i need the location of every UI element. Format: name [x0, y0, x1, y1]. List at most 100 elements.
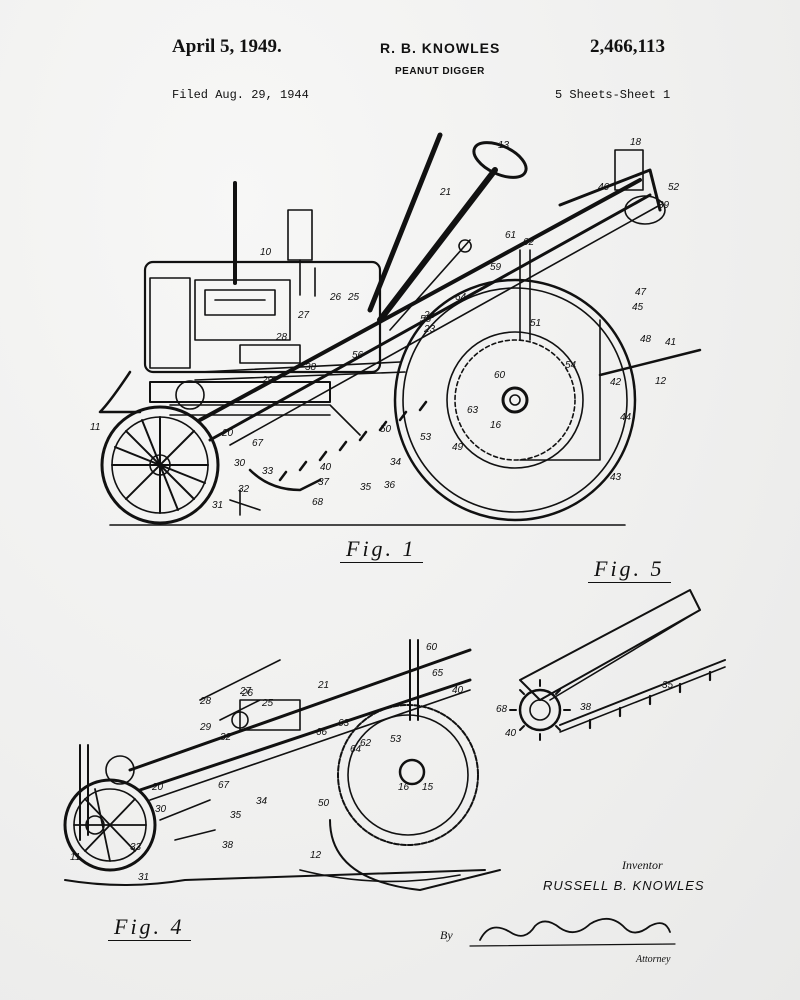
reference-numeral: 34 — [256, 796, 268, 807]
reference-numeral: 45 — [632, 302, 644, 313]
reference-numeral: 16 — [490, 420, 502, 431]
attorney-signature — [479, 918, 671, 941]
reference-numeral: 50 — [318, 798, 330, 809]
fig4-drawing — [63, 639, 501, 891]
reference-numeral: 55 — [420, 314, 432, 325]
inventor-full-name: RUSSELL B. KNOWLES — [543, 878, 705, 893]
reference-numeral: 26 — [241, 688, 254, 699]
reference-numeral: 40 — [320, 462, 332, 473]
reference-numeral: 16 — [398, 782, 410, 793]
inventor-header: R. B. KNOWLES — [380, 40, 501, 56]
reference-numeral: 35 — [360, 482, 372, 493]
reference-numeral: 42 — [610, 377, 622, 388]
reference-numeral: 12 — [310, 850, 322, 861]
reference-numeral: 64 — [350, 744, 362, 755]
reference-numeral: 53 — [420, 432, 432, 443]
figure-1-label: Fig. 1 — [340, 536, 423, 563]
reference-numeral: 12 — [655, 376, 667, 387]
reference-numeral: 49 — [452, 442, 464, 453]
reference-numeral: 11 — [70, 852, 80, 863]
reference-numeral: 21 — [317, 680, 329, 691]
figure-5-label: Fig. 5 — [588, 556, 671, 583]
reference-numeral: 13 — [498, 140, 510, 151]
reference-numeral: 32 — [220, 732, 232, 743]
reference-numeral: 27 — [297, 310, 310, 321]
reference-numeral: 40 — [452, 685, 464, 696]
reference-numeral: 64 — [455, 292, 467, 303]
reference-numeral: 68 — [496, 704, 508, 715]
reference-numeral: 37 — [318, 477, 330, 488]
reference-numeral: 15 — [422, 782, 434, 793]
fig5-reference-numerals: 35 38 40 68 — [496, 680, 674, 739]
by-label: By — [440, 928, 453, 942]
reference-numeral: 29 — [261, 375, 274, 386]
reference-numeral: 10 — [260, 247, 272, 258]
reference-numeral: 68 — [312, 497, 324, 508]
reference-numeral: 33 — [262, 466, 274, 477]
reference-numeral: 24 — [423, 310, 436, 321]
reference-numeral: 38 — [305, 362, 317, 373]
reference-numeral: 33 — [130, 842, 142, 853]
reference-numeral: 41 — [665, 337, 676, 348]
reference-numeral: 31 — [212, 500, 223, 511]
reference-numeral: 50 — [380, 424, 392, 435]
reference-numeral: 51 — [530, 318, 541, 329]
patent-number: 2,466,113 — [590, 36, 665, 57]
reference-numeral: 61 — [505, 230, 516, 241]
reference-numeral: 62 — [523, 237, 535, 248]
reference-numeral: 20 — [151, 782, 164, 793]
reference-numeral: 26 — [329, 292, 342, 303]
reference-numeral: 62 — [360, 738, 372, 749]
reference-numeral: 25 — [347, 292, 360, 303]
reference-numeral: 66 — [316, 727, 328, 738]
reference-numeral: 27 — [239, 686, 252, 697]
reference-numeral: 30 — [155, 804, 167, 815]
reference-numeral: 28 — [199, 696, 212, 707]
reference-numeral: 54 — [565, 360, 577, 371]
reference-numeral: 29 — [199, 722, 212, 733]
reference-numeral: 35 — [662, 680, 674, 691]
reference-numeral: 18 — [630, 137, 642, 148]
reference-numeral: 28 — [275, 332, 288, 343]
reference-numeral: 31 — [138, 872, 149, 883]
reference-numeral: 44 — [620, 412, 632, 423]
reference-numeral: 36 — [384, 480, 396, 491]
patent-date: April 5, 1949. — [172, 36, 282, 57]
reference-numeral: 43 — [610, 472, 622, 483]
filed-date: Filed Aug. 29, 1944 — [172, 88, 309, 102]
fig1-reference-numerals: 1011121316182021232425262728293031323334… — [90, 137, 680, 511]
reference-numeral: 60 — [426, 642, 438, 653]
attorney-label: Attorney — [636, 954, 671, 965]
reference-numeral: 25 — [261, 698, 274, 709]
reference-numeral: 39 — [658, 200, 670, 211]
reference-numeral: 67 — [252, 438, 264, 449]
reference-numeral: 40 — [505, 728, 517, 739]
reference-numeral: 30 — [234, 458, 246, 469]
reference-numeral: 59 — [490, 262, 502, 273]
fig5-drawing — [509, 589, 726, 741]
reference-numeral: 34 — [390, 457, 402, 468]
reference-numeral: 38 — [580, 702, 592, 713]
reference-numeral: 56 — [352, 350, 364, 361]
sheet-count: 5 Sheets-Sheet 1 — [555, 88, 671, 102]
reference-numeral: 65 — [432, 668, 444, 679]
inventor-label: Inventor — [622, 858, 663, 872]
figure-4-label: Fig. 4 — [108, 914, 191, 941]
fig1-drawing — [98, 132, 702, 526]
reference-numeral: 67 — [218, 780, 230, 791]
reference-numeral: 60 — [494, 370, 506, 381]
reference-numeral: 35 — [230, 810, 242, 821]
reference-numeral: 21 — [439, 187, 451, 198]
reference-numeral: 23 — [423, 324, 436, 335]
reference-numeral: 38 — [222, 840, 234, 851]
reference-numeral: 53 — [390, 734, 402, 745]
reference-numeral: 52 — [668, 182, 680, 193]
reference-numeral: 63 — [467, 405, 479, 416]
reference-numeral: 11 — [90, 422, 100, 433]
patent-title: PEANUT DIGGER — [395, 66, 485, 77]
reference-numeral: 32 — [238, 484, 250, 495]
reference-numeral: 46 — [598, 182, 610, 193]
